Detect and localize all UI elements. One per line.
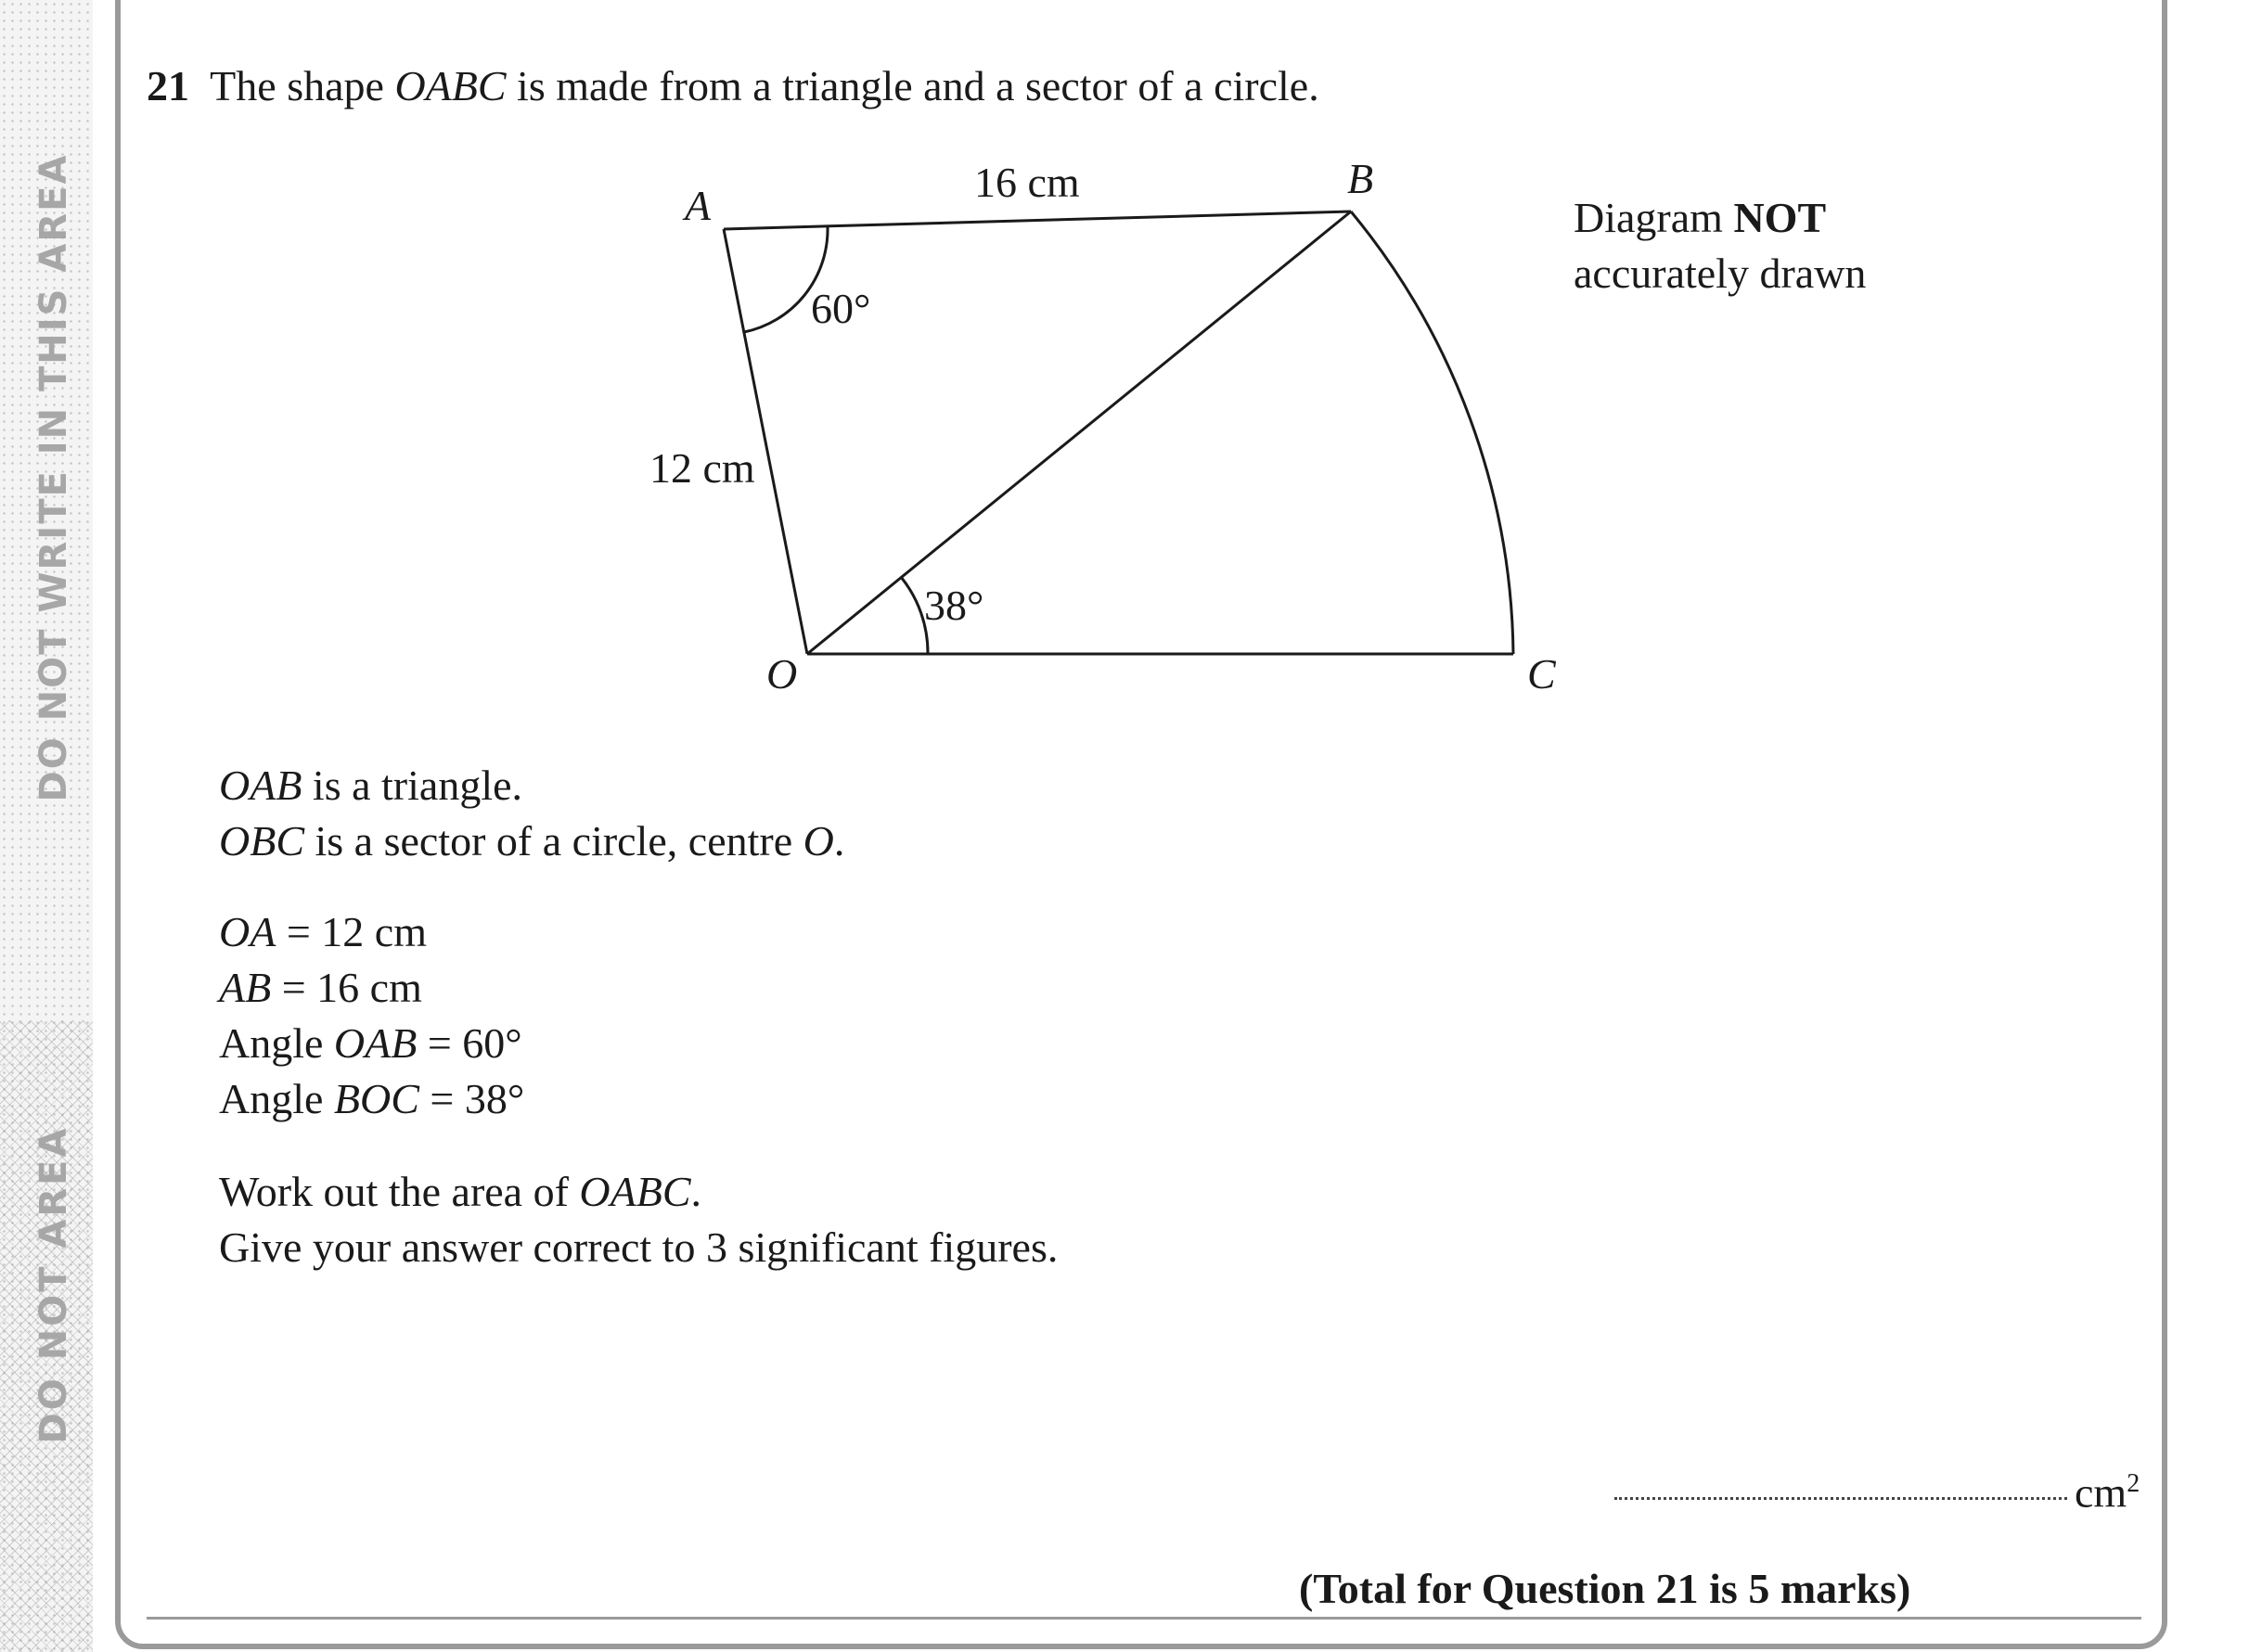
given-angle-oab-pre: Angle (219, 1019, 334, 1067)
question-heading: 21 The shape OABC is made from a triangl… (147, 65, 1319, 108)
bottom-rule (147, 1617, 2141, 1620)
arc-bc (1349, 211, 1515, 655)
statement-sector-name: OBC (219, 817, 304, 864)
margin-strip (0, 0, 93, 1652)
answer-line[interactable] (1614, 1497, 2067, 1500)
statement-sector: OBC is a sector of a circle, centre O. (219, 820, 844, 863)
label-vertex-c: C (1527, 650, 1557, 698)
label-angle-oab: 60° (811, 285, 870, 332)
answer-unit-text: cm (2075, 1468, 2127, 1517)
angle-arc-boc (899, 576, 930, 655)
label-vertex-a: A (682, 182, 712, 229)
diagram-note-bold: NOT (1733, 194, 1827, 241)
given-angle-oab-value: = 60° (417, 1019, 522, 1067)
statement-triangle: OAB is a triangle. (219, 764, 522, 807)
question-intro-pre: The shape (210, 62, 395, 109)
statement-sector-text: is a sector of a circle, centre (304, 817, 803, 864)
label-vertex-b: B (1347, 155, 1373, 202)
given-angle-boc-value: = 38° (418, 1075, 525, 1122)
given-angle-boc: Angle BOC = 38° (219, 1078, 524, 1121)
task-line1-post: . (690, 1168, 702, 1215)
diagram-note-line1: Diagram NOT (1574, 197, 1826, 239)
side-oa (722, 228, 809, 655)
question-number: 21 (147, 62, 189, 109)
statement-sector-end: . (833, 817, 845, 864)
task-line2: Give your answer correct to 3 significan… (219, 1223, 1059, 1271)
given-oa-name: OA (219, 908, 276, 955)
given-angle-boc-pre: Angle (219, 1075, 334, 1122)
task-line1-pre: Work out the area of (219, 1168, 580, 1215)
given-angle-oab-name: OAB (333, 1019, 418, 1067)
given-angle-boc-name: BOC (333, 1075, 419, 1122)
side-ab (723, 210, 1352, 231)
radius-ob (806, 210, 1352, 656)
given-angle-oab: Angle OAB = 60° (219, 1022, 522, 1065)
given-oa: OA = 12 cm (219, 911, 427, 954)
given-oa-value: = 12 cm (276, 908, 427, 955)
given-ab-name: AB (219, 964, 272, 1011)
total-marks: (Total for Question 21 is 5 marks) (1299, 1565, 1911, 1612)
page-frame (115, 0, 2167, 1649)
question-intro-shape: OABC (394, 62, 507, 109)
task-line1-shape: OABC (579, 1168, 691, 1215)
answer-unit: cm2 (2075, 1471, 2140, 1514)
given-ab: AB = 16 cm (219, 967, 422, 1009)
diagram-note-line2: accurately drawn (1574, 250, 1867, 297)
label-vertex-o: O (766, 650, 797, 698)
answer-unit-power: 2 (2127, 1469, 2140, 1498)
task-line1: Work out the area of OABC. (219, 1171, 701, 1213)
statement-triangle-text: is a triangle. (302, 762, 523, 809)
label-angle-boc: 38° (924, 582, 983, 629)
label-length-oa: 12 cm (649, 444, 755, 492)
given-ab-value: = 16 cm (271, 964, 422, 1011)
label-length-ab: 16 cm (974, 159, 1080, 206)
margin-hatched-area (0, 1020, 93, 1652)
angle-arc-oab (743, 226, 829, 334)
statement-triangle-name: OAB (219, 762, 302, 809)
statement-sector-centre: O (803, 817, 834, 864)
diagram-note-pre: Diagram (1574, 194, 1734, 241)
question-intro-post: is made from a triangle and a sector of … (506, 62, 1319, 109)
